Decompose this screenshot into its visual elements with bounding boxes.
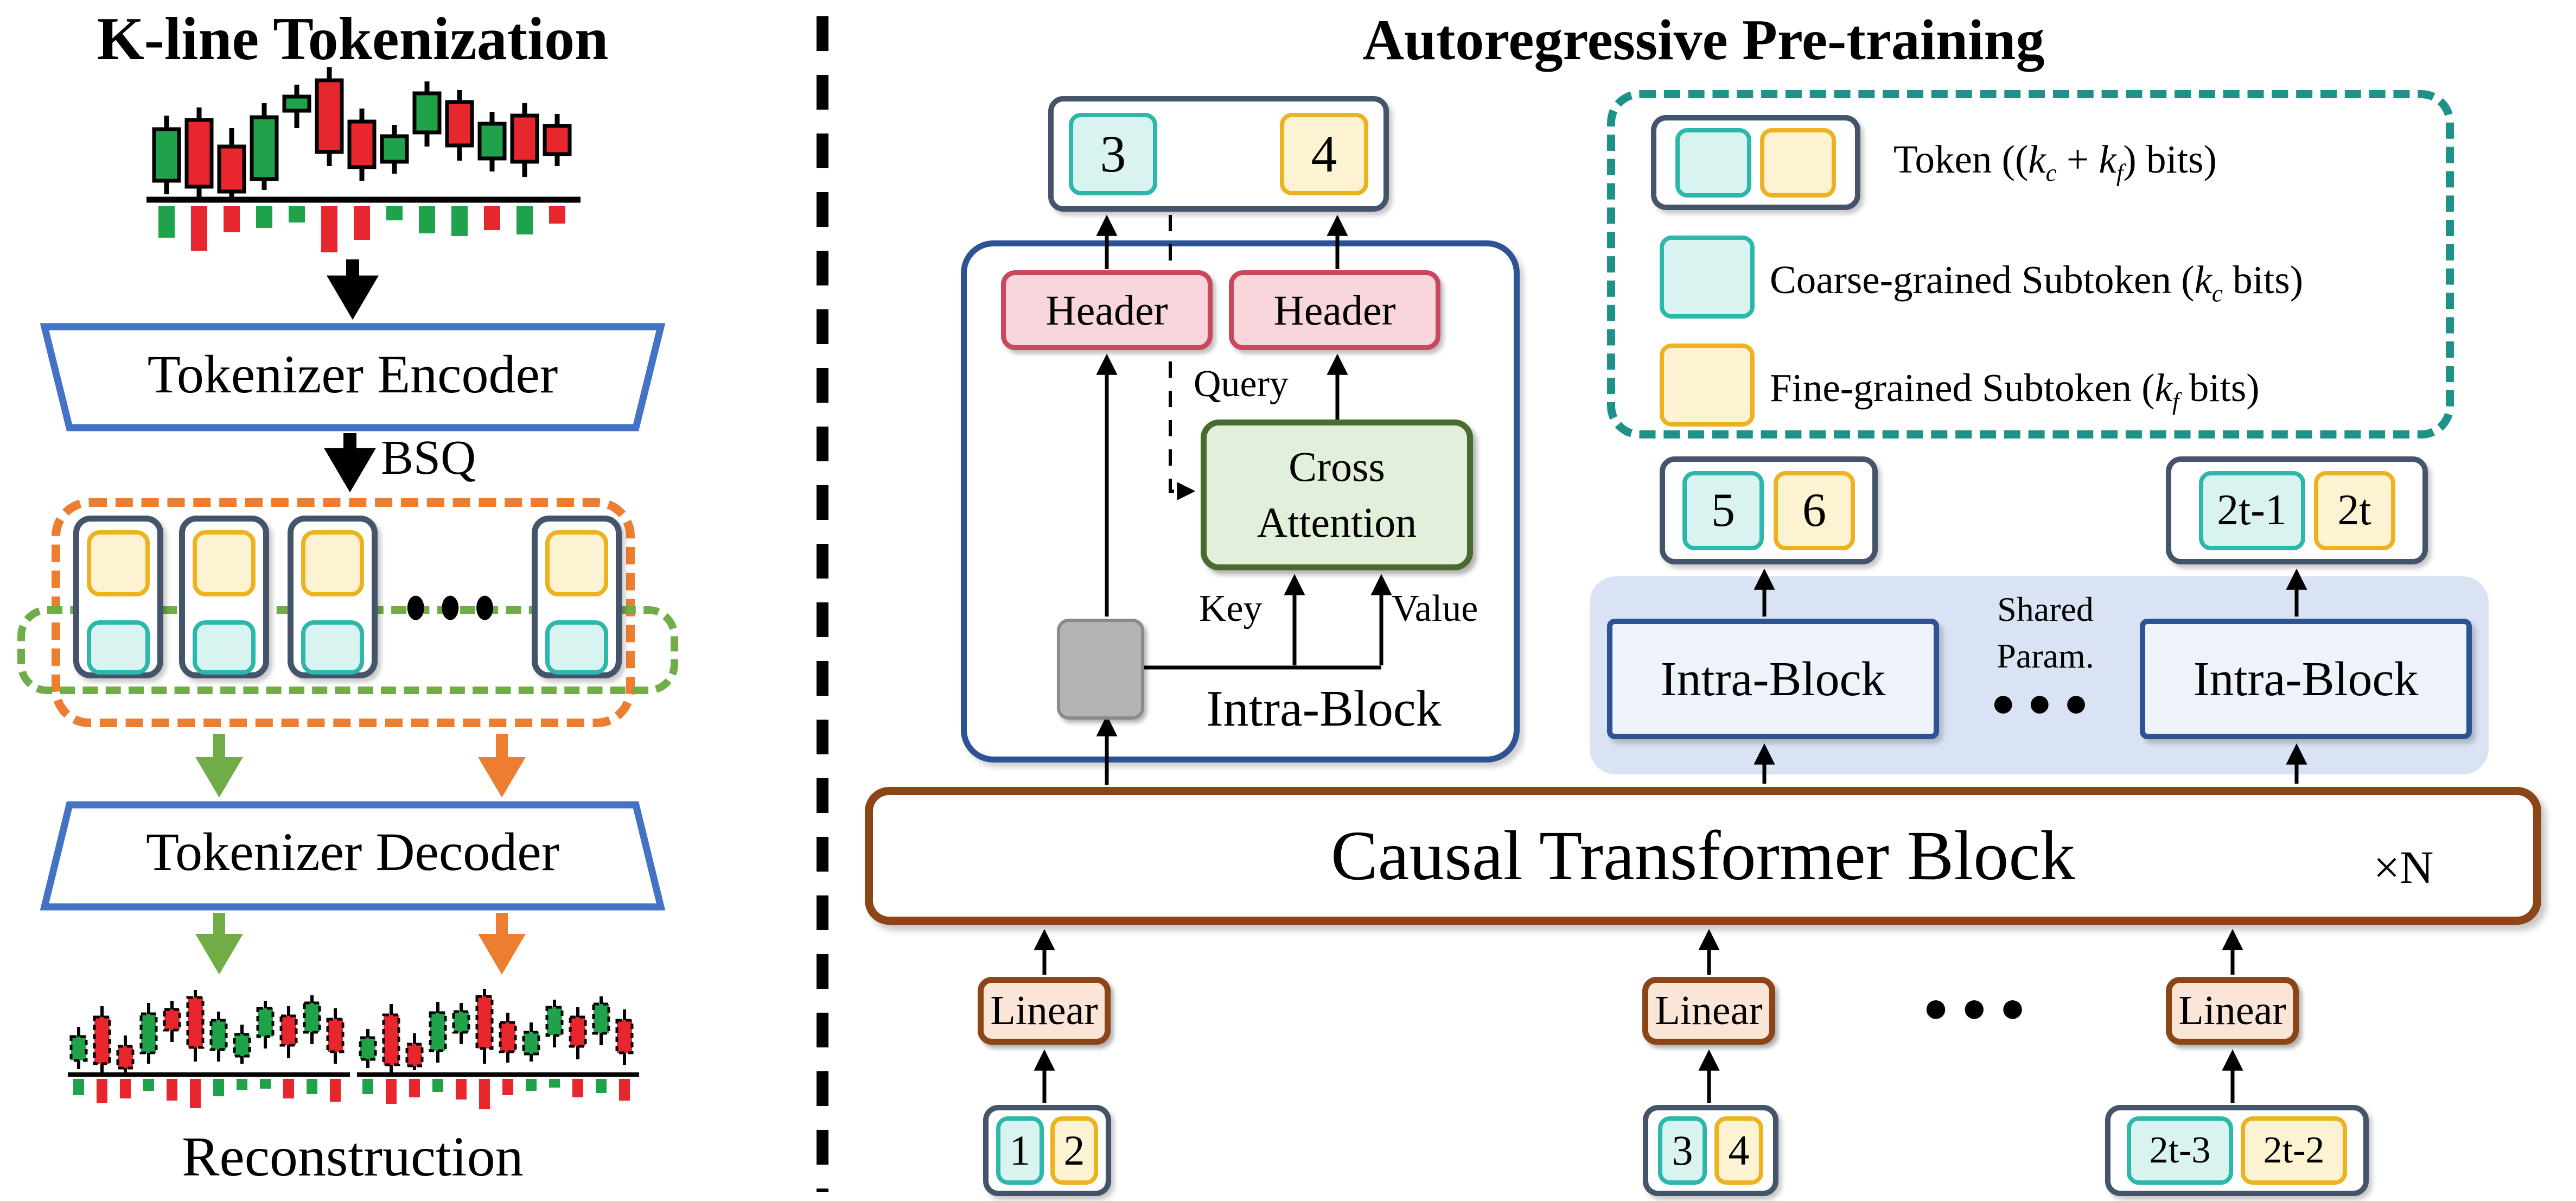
reconstruction-chart-right: [357, 988, 639, 1119]
header-box-fine: Header: [1229, 270, 1440, 350]
input-coarse-subtoken: 1: [996, 1116, 1044, 1185]
kline-chart: [146, 64, 581, 257]
linear-box-2: Linear: [1642, 977, 1775, 1045]
legend-coarse-label: Coarse-grained Subtoken (kc bits): [1770, 258, 2304, 307]
token-sequence-ellipsis: ●●●: [404, 573, 508, 637]
input-token-2t: 2t-3 2t-2: [2105, 1105, 2369, 1196]
linear-label: Linear: [2178, 988, 2286, 1033]
value-label: Value: [1392, 588, 1478, 630]
token-stack-2: [179, 516, 269, 678]
hidden-state-box: [1057, 619, 1144, 720]
output-fine-subtoken: 4: [1280, 112, 1368, 195]
output-token-box: 3 4: [1048, 96, 1389, 212]
tokenizer-encoder-label: Tokenizer Encoder: [147, 344, 558, 404]
coarse-subtoken-swatch: [193, 620, 256, 675]
shared-param-line2: Param.: [1997, 637, 2094, 675]
legend-fine-swatch: [1660, 344, 1755, 427]
output-coarse-value: 3: [1100, 125, 1126, 183]
reconstruction-chart-left: [68, 988, 350, 1119]
header-label: Header: [1045, 286, 1168, 334]
query-label: Query: [1194, 363, 1289, 405]
legend-fine-in-token: [1760, 128, 1836, 198]
input-coarse-subtoken: 2t-3: [2127, 1116, 2233, 1185]
legend-token-swatch: [1651, 115, 1860, 210]
coarse-subtoken-swatch: [301, 620, 364, 675]
mid-token-2t: 2t-1 2t: [2166, 456, 2428, 564]
fine-subtoken-swatch: [87, 530, 150, 596]
repeat-n-label: ×N: [2373, 841, 2434, 893]
input-coarse-value: 2t-3: [2149, 1129, 2211, 1171]
intra-block-1: Intra-Block: [1607, 619, 1939, 739]
mid-fine-subtoken: 2t: [2313, 471, 2395, 550]
cross-attention-line2: Attention: [1257, 499, 1417, 546]
input-fine-subtoken: 2t-2: [2241, 1116, 2347, 1185]
input-fine-value: 2t-2: [2263, 1129, 2325, 1171]
linear-label: Linear: [990, 988, 1098, 1033]
token-stack-1: [73, 516, 163, 678]
mid-coarse-subtoken: 2t-1: [2198, 471, 2305, 550]
mid-coarse-value: 5: [1711, 484, 1735, 537]
mid-coarse-subtoken: 5: [1682, 471, 1764, 550]
coarse-subtoken-swatch: [87, 620, 150, 675]
causal-transformer-label: Causal Transformer Block: [1330, 817, 2076, 895]
mid-token-56: 5 6: [1660, 456, 1878, 564]
legend-box: [1607, 90, 2454, 439]
token-stack-3: [288, 516, 378, 678]
cross-attention-line1: Cross: [1289, 443, 1385, 491]
input-coarse-value: 1: [1009, 1127, 1031, 1174]
legend-coarse-in-token: [1675, 128, 1751, 198]
intra-block-label: Intra-Block: [2193, 652, 2419, 706]
intra-block-caption: Intra-Block: [1206, 681, 1442, 737]
mid-fine-subtoken: 6: [1774, 471, 1855, 550]
fine-subtoken-swatch: [193, 530, 256, 596]
mid-coarse-value: 2t-1: [2217, 486, 2287, 534]
tokenizer-decoder-label: Tokenizer Decoder: [145, 822, 559, 882]
kline-title: K-line Tokenization: [97, 5, 609, 73]
output-fine-value: 4: [1311, 125, 1337, 183]
header-box-coarse: Header: [1001, 270, 1213, 350]
output-coarse-subtoken: 3: [1069, 112, 1157, 195]
reconstruction-label: Reconstruction: [182, 1126, 524, 1188]
linear-row-ellipsis: ●●●: [1922, 984, 2038, 1032]
token-stack-n: [532, 516, 622, 678]
causal-transformer-block: Causal Transformer Block: [865, 787, 2541, 925]
mid-fine-value: 6: [1802, 484, 1826, 537]
token-sequence-group: [52, 498, 635, 727]
coarse-subtoken-swatch: [545, 620, 608, 675]
pretraining-title: Autoregressive Pre-training: [1362, 8, 2045, 72]
linear-box-1: Linear: [978, 977, 1111, 1045]
input-fine-value: 2: [1063, 1127, 1085, 1174]
legend-token-label: Token ((kc + kf) bits): [1893, 137, 2217, 187]
intra-block-ellipsis: ●●●: [1991, 680, 2100, 726]
input-coarse-subtoken: 3: [1658, 1116, 1707, 1185]
key-label: Key: [1199, 588, 1263, 630]
fine-subtoken-swatch: [301, 530, 364, 596]
legend-coarse-swatch: [1660, 236, 1755, 319]
linear-box-3: Linear: [2166, 977, 2299, 1045]
mid-fine-value: 2t: [2337, 486, 2371, 534]
header-label: Header: [1273, 286, 1396, 334]
legend-fine-label: Fine-grained Subtoken (kf bits): [1770, 366, 2260, 415]
input-token-34: 3 4: [1643, 1105, 1778, 1196]
input-fine-subtoken: 4: [1714, 1116, 1763, 1185]
input-fine-value: 4: [1728, 1127, 1750, 1174]
fine-subtoken-swatch: [545, 530, 608, 596]
linear-label: Linear: [1655, 988, 1763, 1033]
input-coarse-value: 3: [1672, 1127, 1693, 1174]
input-fine-subtoken: 2: [1050, 1116, 1098, 1185]
intra-block-2: Intra-Block: [2140, 619, 2472, 739]
bsq-label: BSQ: [381, 431, 476, 485]
intra-block-label: Intra-Block: [1660, 652, 1886, 706]
shared-param-line1: Shared: [1997, 590, 2094, 628]
cross-attention-box: Cross Attention: [1201, 420, 1473, 570]
input-token-12: 1 2: [983, 1105, 1111, 1196]
